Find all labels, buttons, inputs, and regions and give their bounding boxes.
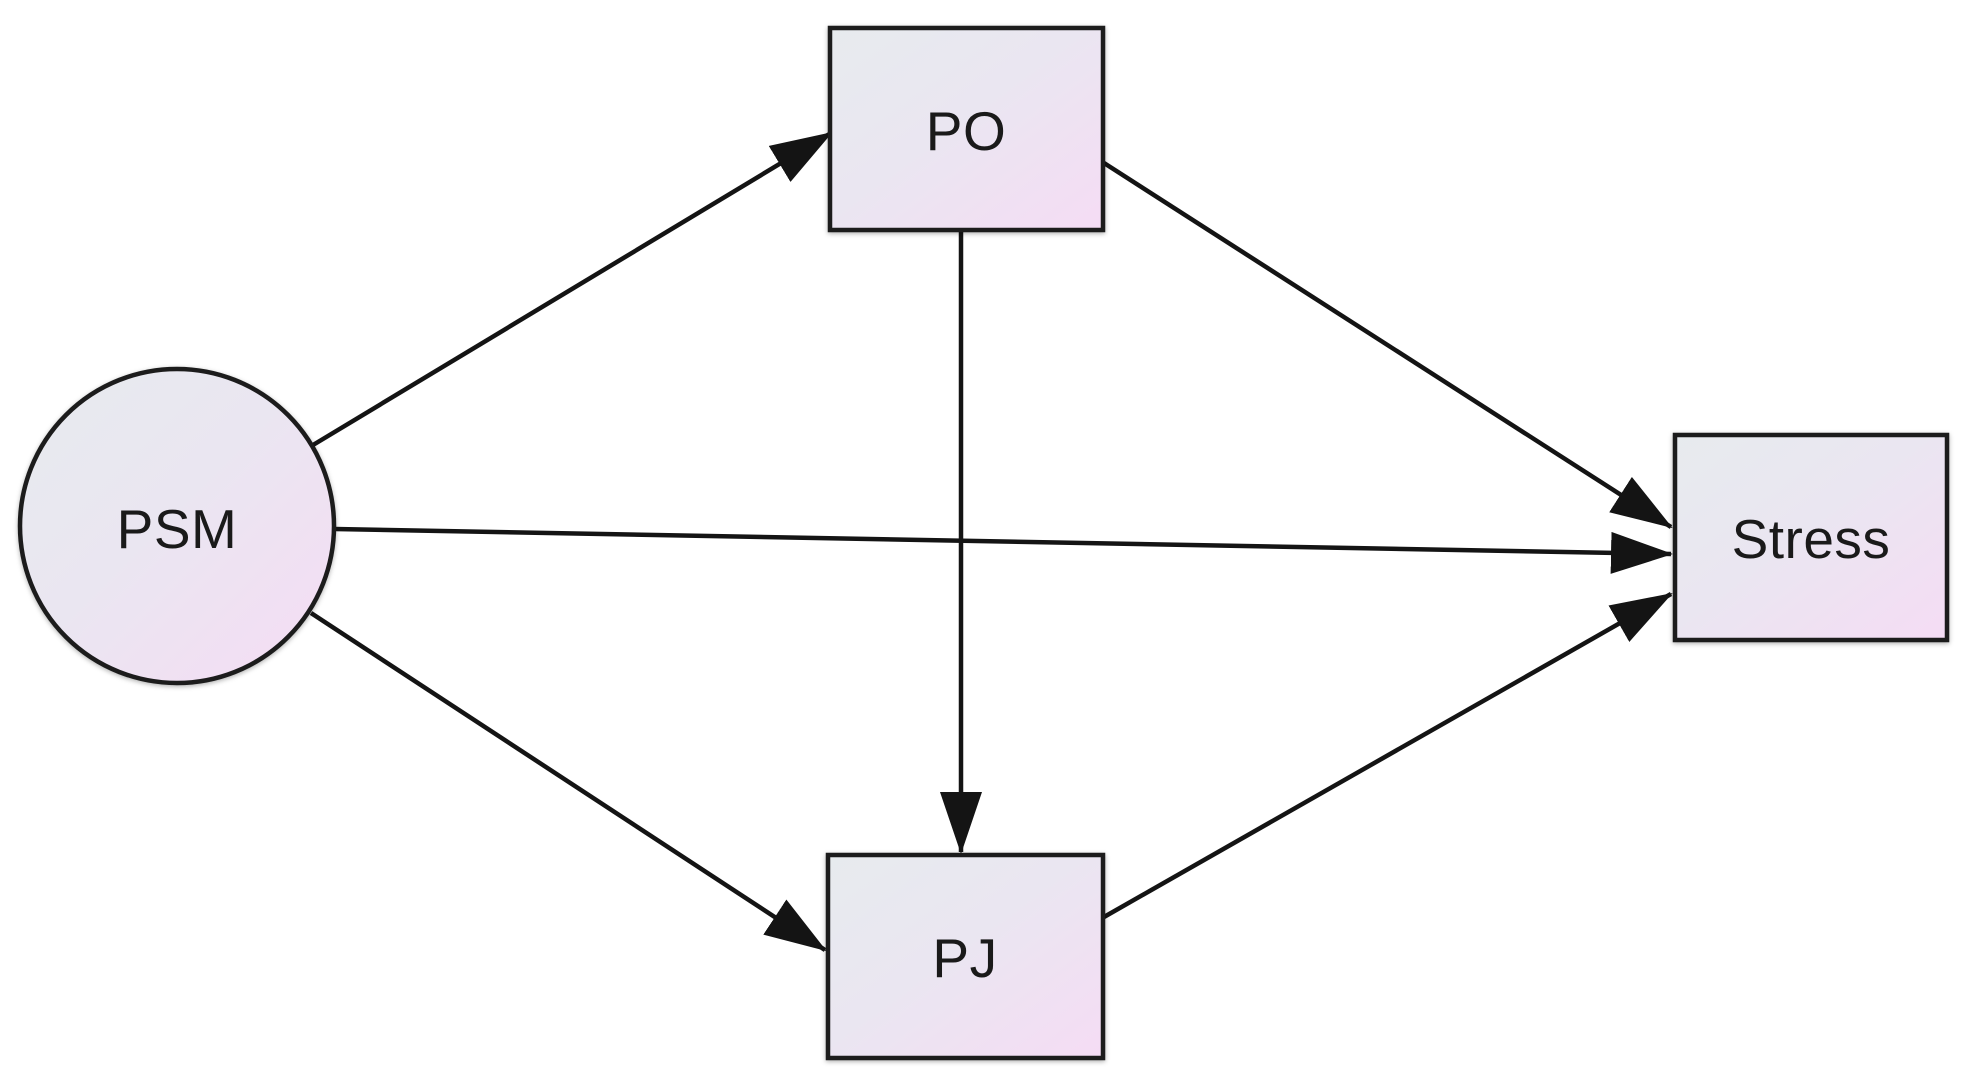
- edge-pj-to-stress: [1102, 592, 1673, 919]
- psm-circle: [17, 366, 337, 686]
- edge-psm-to-po: [311, 131, 833, 447]
- stress-box: [1672, 432, 1950, 643]
- pj-label: PJ: [932, 927, 997, 989]
- node-psm: PSM: [17, 366, 337, 686]
- stress-label: Stress: [1732, 508, 1891, 570]
- pj-box: [825, 852, 1106, 1061]
- node-po: PO: [827, 25, 1106, 233]
- node-stress: Stress: [1672, 432, 1950, 643]
- po-box: [827, 25, 1106, 233]
- node-pj: PJ: [825, 852, 1106, 1061]
- edge-psm-to-pj: [309, 611, 827, 952]
- edge-po-to-stress: [1102, 161, 1673, 529]
- edge-psm-to-stress: [334, 526, 1673, 574]
- psm-label: PSM: [117, 498, 238, 560]
- po-label: PO: [926, 100, 1006, 162]
